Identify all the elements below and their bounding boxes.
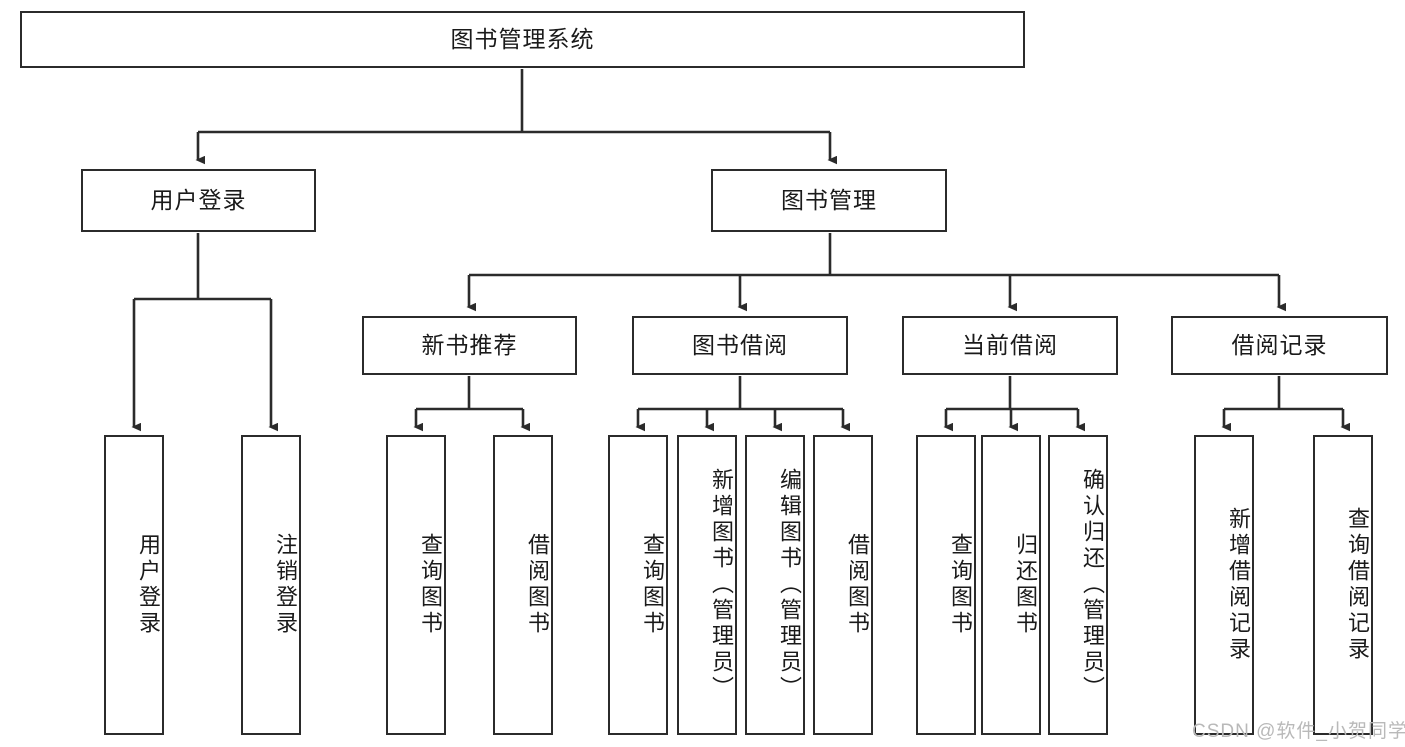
node-label: 借阅图书: [525, 533, 550, 637]
node-leaf-borrow-book-1[interactable]: 借阅图书: [493, 435, 553, 735]
node-leaf-query-book-2[interactable]: 查询图书: [608, 435, 668, 735]
node-label: 查询图书: [418, 533, 443, 637]
node-label: 查询图书: [640, 533, 665, 637]
node-current-borrow[interactable]: 当前借阅: [902, 316, 1118, 375]
node-label: 新增图书（管理员）: [709, 468, 734, 702]
node-label: 借阅图书: [845, 533, 870, 637]
node-leaf-borrow-book-2[interactable]: 借阅图书: [813, 435, 873, 735]
node-leaf-return-book[interactable]: 归还图书: [981, 435, 1041, 735]
node-label: 图书管理系统: [450, 26, 595, 53]
node-new-book-recommend[interactable]: 新书推荐: [362, 316, 577, 375]
node-borrow-record[interactable]: 借阅记录: [1171, 316, 1388, 375]
node-label: 查询图书: [948, 533, 973, 637]
node-label: 新书推荐: [421, 332, 518, 359]
node-leaf-query-book-1[interactable]: 查询图书: [386, 435, 446, 735]
node-book-manage[interactable]: 图书管理: [711, 169, 947, 232]
node-leaf-confirm-return[interactable]: 确认归还（管理员）: [1048, 435, 1108, 735]
node-label: 归还图书: [1013, 533, 1038, 637]
node-leaf-add-book[interactable]: 新增图书（管理员）: [677, 435, 737, 735]
node-label: 借阅记录: [1231, 332, 1328, 359]
node-label: 当前借阅: [962, 332, 1058, 359]
node-leaf-query-record[interactable]: 查询借阅记录: [1313, 435, 1373, 735]
node-book-borrow[interactable]: 图书借阅: [632, 316, 848, 375]
node-label: 图书管理: [781, 187, 877, 214]
node-label: 编辑图书（管理员）: [777, 468, 802, 702]
node-leaf-user-login[interactable]: 用户登录: [104, 435, 164, 735]
node-leaf-add-record[interactable]: 新增借阅记录: [1194, 435, 1254, 735]
node-leaf-user-logout[interactable]: 注销登录: [241, 435, 301, 735]
csdn-watermark: CSDN @软件_小贺同学: [1192, 721, 1405, 742]
node-label: 用户登录: [150, 187, 247, 214]
node-label: 新增借阅记录: [1226, 507, 1251, 663]
node-user-login[interactable]: 用户登录: [81, 169, 316, 232]
node-root-system[interactable]: 图书管理系统: [20, 11, 1025, 68]
node-leaf-query-book-3[interactable]: 查询图书: [916, 435, 976, 735]
node-label: 用户登录: [136, 533, 161, 637]
node-label: 查询借阅记录: [1345, 507, 1370, 663]
node-label: 注销登录: [273, 533, 298, 637]
node-label: 确认归还（管理员）: [1080, 468, 1105, 702]
node-leaf-edit-book[interactable]: 编辑图书（管理员）: [745, 435, 805, 735]
node-label: 图书借阅: [692, 332, 788, 359]
